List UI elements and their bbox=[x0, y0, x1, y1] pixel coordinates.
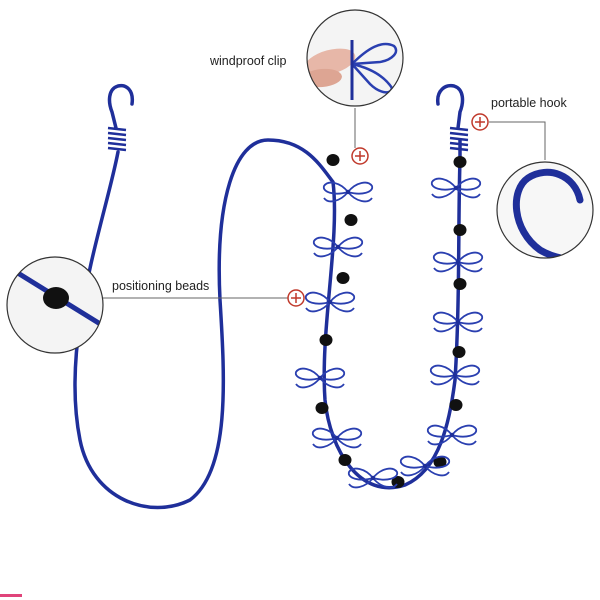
inset-beads bbox=[6, 256, 104, 354]
bead-icon bbox=[338, 454, 352, 466]
plus-marker-clip bbox=[351, 147, 369, 165]
inset-hook bbox=[496, 161, 594, 259]
bead-icon bbox=[344, 214, 358, 226]
corner-mark bbox=[0, 594, 22, 597]
clip-icon bbox=[399, 455, 451, 477]
bead-icon bbox=[391, 476, 405, 488]
bead-icon bbox=[336, 272, 350, 284]
hook-closeup-icon bbox=[512, 168, 593, 258]
bead-icon bbox=[449, 399, 463, 411]
clip-icon bbox=[312, 236, 364, 258]
bead-icon bbox=[453, 278, 467, 290]
bead-icon bbox=[453, 156, 467, 168]
clip-icon bbox=[294, 367, 346, 389]
clip-icon bbox=[429, 364, 481, 386]
bead-icon bbox=[315, 402, 329, 414]
bead-icon bbox=[319, 334, 333, 346]
clip-icon bbox=[311, 427, 363, 449]
elastic-cord bbox=[73, 138, 462, 510]
clip-icon bbox=[347, 467, 399, 489]
clip-icon bbox=[304, 291, 356, 313]
callout-windproof-clip: windproof clip bbox=[210, 54, 287, 68]
plus-marker-hook bbox=[471, 113, 489, 131]
left-spring bbox=[107, 126, 127, 152]
callout-portable-hook: portable hook bbox=[491, 96, 567, 110]
clip-icon bbox=[432, 311, 484, 333]
bead-icon bbox=[326, 154, 340, 166]
plus-marker-beads bbox=[287, 289, 305, 307]
right-spring bbox=[449, 126, 469, 152]
clip-icon bbox=[430, 177, 482, 199]
finger-icon bbox=[307, 48, 356, 88]
inset-clip bbox=[306, 9, 404, 107]
bead-closeup-icon bbox=[43, 287, 69, 309]
right-hook-icon bbox=[436, 83, 465, 130]
leader-lines bbox=[103, 108, 546, 299]
bead-icon bbox=[452, 346, 466, 358]
callout-positioning-beads: positioning beads bbox=[112, 279, 210, 293]
beads-group bbox=[315, 154, 467, 488]
left-hook-icon bbox=[107, 83, 135, 130]
bead-icon bbox=[433, 456, 447, 468]
clips-group bbox=[294, 177, 484, 489]
clip-icon bbox=[322, 181, 374, 203]
clip-icon bbox=[432, 251, 484, 273]
clip-icon bbox=[426, 424, 478, 446]
bead-icon bbox=[453, 224, 467, 236]
